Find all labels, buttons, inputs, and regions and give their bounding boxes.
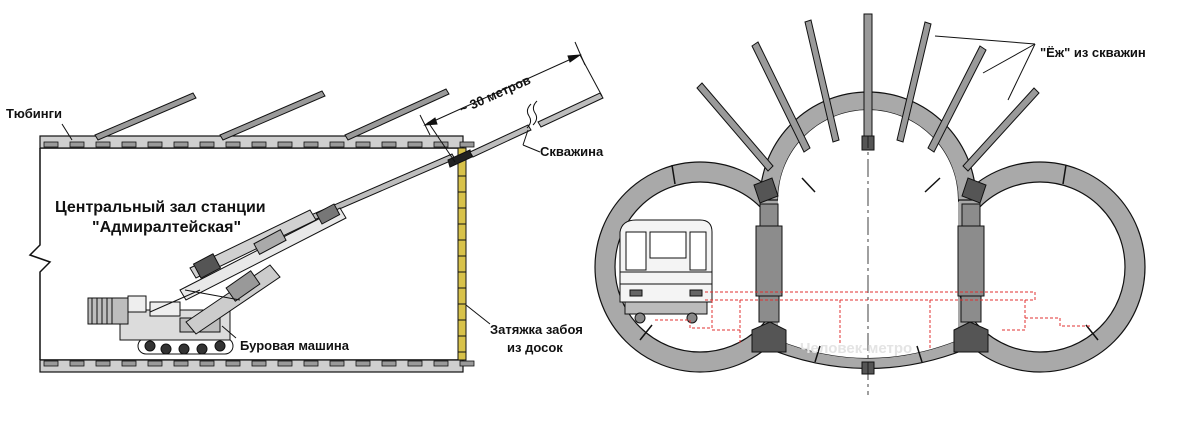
face-boards — [457, 147, 467, 361]
hedgehog-leaders — [934, 35, 1036, 101]
tubing-segment — [43, 141, 59, 148]
tubing-segment — [277, 360, 293, 367]
tubing-segment — [329, 360, 345, 367]
tubing-segment — [459, 360, 475, 367]
tubing-segment — [381, 141, 397, 148]
tubing-segment — [407, 141, 423, 148]
hedgehog-boreholes — [696, 13, 1040, 172]
tubing-segment — [459, 141, 475, 148]
tubing-segment — [303, 360, 319, 367]
platform-outline — [655, 291, 1090, 350]
leader-lines — [61, 123, 541, 339]
drilling-machine — [87, 203, 347, 355]
tubing-segment — [225, 360, 241, 367]
left-diagram: Тюбинги Центральный зал станции "Адмирал… — [6, 41, 604, 373]
tubing-segment — [69, 141, 85, 148]
tubing-segment — [407, 360, 423, 367]
metro-car — [619, 219, 713, 324]
tubing-bottom — [39, 359, 475, 373]
distance-label: ~ 30 метров — [457, 72, 533, 117]
right-column — [953, 177, 989, 353]
tubing-segment — [251, 141, 267, 148]
tubing-segment — [95, 141, 111, 148]
tubing-segment — [147, 360, 163, 367]
hall-title-line2: "Адмиралтейская" — [92, 219, 241, 236]
tubing-segment — [303, 141, 319, 148]
tubing-segment — [225, 141, 241, 148]
tubing-segment — [199, 360, 215, 367]
borehole-label: Скважина — [540, 144, 604, 159]
tubing-segment — [433, 141, 449, 148]
tubing-segment — [329, 141, 345, 148]
tubing-segment — [173, 141, 189, 148]
tubing-segment — [121, 360, 137, 367]
machine-label: Буровая машина — [240, 338, 350, 353]
ring-joints — [639, 164, 1099, 363]
tubing-segment — [433, 360, 449, 367]
distance-dimension — [419, 41, 603, 163]
left-column — [751, 177, 787, 353]
tubing-segment — [381, 360, 397, 367]
face-label-line1: Затяжка забоя — [490, 322, 583, 337]
tubing-label: Тюбинги — [6, 106, 62, 121]
previous-boreholes — [94, 88, 450, 141]
watermark: Человек-метро — [800, 340, 912, 357]
tubing-segment — [277, 141, 293, 148]
tubing-segment — [121, 141, 137, 148]
tubing-segment — [147, 141, 163, 148]
face-label-line2: из досок — [507, 340, 563, 355]
tubing-segment — [173, 360, 189, 367]
tubing-segment — [69, 360, 85, 367]
hedgehog-label: "Ёж" из скважин — [1040, 45, 1146, 60]
tubing-segment — [199, 141, 215, 148]
tubing-segment — [355, 141, 371, 148]
tubing-segment — [251, 360, 267, 367]
tubing-segment — [95, 360, 111, 367]
tubing-segment — [355, 360, 371, 367]
hall-title-line1: Центральный зал станции — [55, 199, 266, 216]
right-diagram: Человек-метро "Ёж" из скважин — [594, 13, 1146, 395]
tubing-segment — [43, 360, 59, 367]
tubing-top — [39, 135, 475, 149]
